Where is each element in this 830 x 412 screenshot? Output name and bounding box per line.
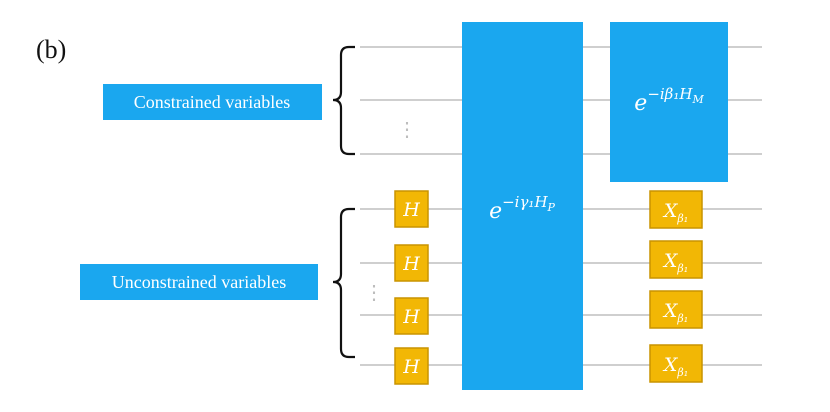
x-gate-3-label: Xβ₁	[662, 300, 688, 325]
h-gate-3-label: H	[402, 306, 420, 328]
x-gate-3	[649, 290, 703, 329]
constrained-label-box	[103, 84, 322, 120]
problem-hamiltonian-gate	[462, 22, 583, 390]
x-gate-4	[649, 344, 703, 383]
problem-gate-exponent: −iγ₁H	[502, 193, 548, 211]
h-gate-1-label: H	[402, 199, 420, 221]
mixer-gate-label: e−iβ₁HM	[634, 85, 704, 116]
problem-gate-subscript: P	[547, 201, 556, 214]
h-gate-1	[394, 190, 429, 228]
wires-constrained	[360, 46, 762, 155]
brace-unconstrained	[332, 207, 355, 359]
h-gate-2	[394, 244, 429, 282]
x-gate-1-label: Xβ₁	[662, 200, 688, 225]
h-gate-2-label: H	[402, 253, 420, 275]
problem-gate-base: e	[489, 199, 502, 224]
mixer-gate-exponent: −iβ₁H	[647, 85, 693, 103]
brace-constrained	[332, 45, 355, 156]
x-gates: Xβ₁ Xβ₁ Xβ₁ Xβ₁	[649, 190, 703, 383]
ellipsis-unconstrained: ⋮	[364, 282, 384, 304]
unconstrained-label: Unconstrained variables	[112, 272, 286, 292]
x-gate-4-label: Xβ₁	[662, 354, 688, 379]
h-gate-4	[394, 347, 429, 385]
x-gate-1	[649, 190, 703, 229]
h-gate-3	[394, 297, 429, 335]
mixer-gate-subscript: M	[691, 93, 704, 106]
unconstrained-label-box	[80, 264, 318, 300]
constrained-label: Constrained variables	[134, 92, 290, 112]
mixer-hamiltonian-gate	[610, 22, 728, 182]
hadamard-gates: H H H H	[394, 190, 429, 385]
x-gate-2-label: Xβ₁	[662, 250, 688, 275]
mixer-gate-base: e	[634, 91, 647, 116]
h-gate-4-label: H	[402, 356, 420, 378]
problem-gate-label: e−iγ₁HP	[489, 193, 555, 224]
ellipsis-constrained: ⋮	[397, 119, 417, 141]
panel-label: (b)	[36, 35, 66, 64]
x-gate-2	[649, 240, 703, 279]
